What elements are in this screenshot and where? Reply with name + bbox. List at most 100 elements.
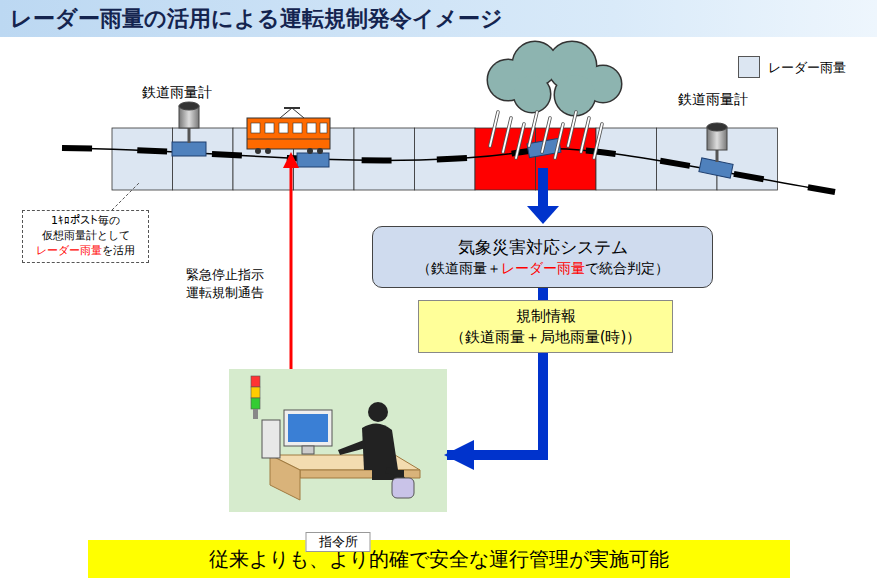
text-run: （鉄道雨量＋ xyxy=(417,260,501,276)
rain-cloud-part-part xyxy=(555,75,595,115)
gauge-label: 鉄道雨量計 xyxy=(678,90,748,109)
control-room-part xyxy=(251,376,260,387)
rain-gauge-part xyxy=(707,123,727,131)
rain-cloud-part-part xyxy=(568,112,576,146)
rain-cloud-part-part xyxy=(542,118,550,152)
control-room-part xyxy=(251,387,260,398)
title: レーダー雨量の活用による運転規制発令イメージ xyxy=(10,4,503,34)
text-run: で統合判定） xyxy=(585,260,669,276)
rain-cloud-part-part xyxy=(503,118,511,152)
rain-cloud-part-part xyxy=(555,124,563,158)
rain-cloud-part xyxy=(488,42,621,115)
radar-cells-part xyxy=(112,128,173,190)
control-room: 指令所 xyxy=(229,369,447,532)
train-part xyxy=(279,123,288,133)
legend-text: レーダー雨量 xyxy=(768,59,846,77)
system-box: 気象災害対応システム（鉄道雨量＋レーダー雨量で統合判定） xyxy=(372,226,713,288)
control-room-part xyxy=(338,440,366,455)
rain-cloud-part xyxy=(490,112,602,158)
node-body: （鉄道雨量＋局地雨量(時)） xyxy=(450,327,642,347)
note-leader xyxy=(112,182,140,210)
train-part xyxy=(320,123,327,133)
regulation-box: 規制情報（鉄道雨量＋局地雨量(時)） xyxy=(418,300,673,353)
train-part xyxy=(251,123,260,133)
command-arrow-part xyxy=(290,166,293,369)
rain-cloud-part-part xyxy=(516,124,524,158)
train-part xyxy=(247,139,330,140)
rain-cloud-part-part xyxy=(594,124,602,158)
train-part xyxy=(292,108,304,118)
text-run: 1ｷﾛポスト毎の 仮想雨量計として xyxy=(42,214,130,242)
train-part xyxy=(280,108,292,118)
flow-arrow-part xyxy=(527,206,559,224)
train-part xyxy=(307,123,316,133)
rain-cloud-part-part xyxy=(529,112,537,146)
flow-connector xyxy=(447,353,543,455)
node-body: （鉄道雨量＋レーダー雨量で統合判定） xyxy=(417,259,669,278)
gauge-label: 鉄道雨量計 xyxy=(142,83,212,102)
gauge-marker-part xyxy=(172,142,206,156)
title-band-part xyxy=(0,0,877,37)
rain-cloud-part xyxy=(488,42,621,115)
node-heading: 指令所 xyxy=(306,532,371,552)
title-band xyxy=(0,0,877,37)
rain-cloud-part-part xyxy=(555,124,563,158)
rain-cloud-part-part xyxy=(514,76,550,112)
rain-gauge-part xyxy=(188,128,191,143)
control-room-part xyxy=(284,410,332,446)
rain-cloud-part-part xyxy=(514,76,550,112)
control-room-part xyxy=(368,402,388,422)
rain-cloud-part-part xyxy=(581,118,589,152)
command-arrow-part xyxy=(283,152,299,168)
train-part xyxy=(284,107,300,109)
radar-cells-part xyxy=(173,128,234,190)
control-room-part xyxy=(270,455,300,500)
control-room-part xyxy=(362,423,398,470)
rain-cloud-part-part xyxy=(490,112,498,146)
train-part xyxy=(293,123,302,133)
text-run: を活用 xyxy=(102,244,135,257)
rain-cloud-part-part xyxy=(555,75,595,115)
control-room-part xyxy=(392,478,414,498)
control-room-part xyxy=(251,398,260,409)
flow-arrow-part xyxy=(538,168,548,208)
train-part xyxy=(307,148,313,154)
control-room-part xyxy=(262,420,280,458)
rain-cloud-part-part xyxy=(529,112,537,146)
flow-arrow xyxy=(527,168,559,224)
train-part xyxy=(247,118,330,149)
control-room-part xyxy=(302,446,314,454)
rain-cloud-part-part xyxy=(568,112,576,146)
node-heading: 規制情報 xyxy=(516,306,576,326)
flow-connector xyxy=(538,288,548,300)
command-label: 緊急停止指示 運転規制通告 xyxy=(186,266,270,301)
rain-cloud-part-part xyxy=(581,118,589,152)
highlight-run: レーダー雨量 xyxy=(36,244,102,257)
note-box: 1ｷﾛポスト毎の 仮想雨量計として レーダー雨量を活用 xyxy=(22,210,149,263)
rain-cloud-part-part xyxy=(594,124,602,158)
control-room-part xyxy=(288,414,328,442)
train-part xyxy=(255,148,261,154)
legend-swatch xyxy=(738,56,760,78)
control-room-part xyxy=(229,369,447,512)
rain-gauge xyxy=(179,102,727,162)
rain-gauge-part xyxy=(716,150,719,162)
note-leader-part xyxy=(112,182,140,210)
gauge-marker-part xyxy=(297,153,329,167)
rain-cloud-part-part xyxy=(503,118,511,152)
rain-cloud-part-part xyxy=(542,118,550,152)
train-part xyxy=(265,123,274,133)
rain-cloud-part-part xyxy=(490,112,498,146)
rain-cloud-part-part xyxy=(516,124,524,158)
rain-gauge-part xyxy=(179,102,199,110)
node-heading: 気象災害対応システム xyxy=(458,236,628,259)
rain-cloud xyxy=(488,42,621,158)
command-arrow xyxy=(283,152,299,369)
train xyxy=(247,108,330,154)
control-room-part xyxy=(253,409,258,419)
caption: 従来よりも、より的確で安全な運行管理が実施可能 xyxy=(88,540,790,578)
